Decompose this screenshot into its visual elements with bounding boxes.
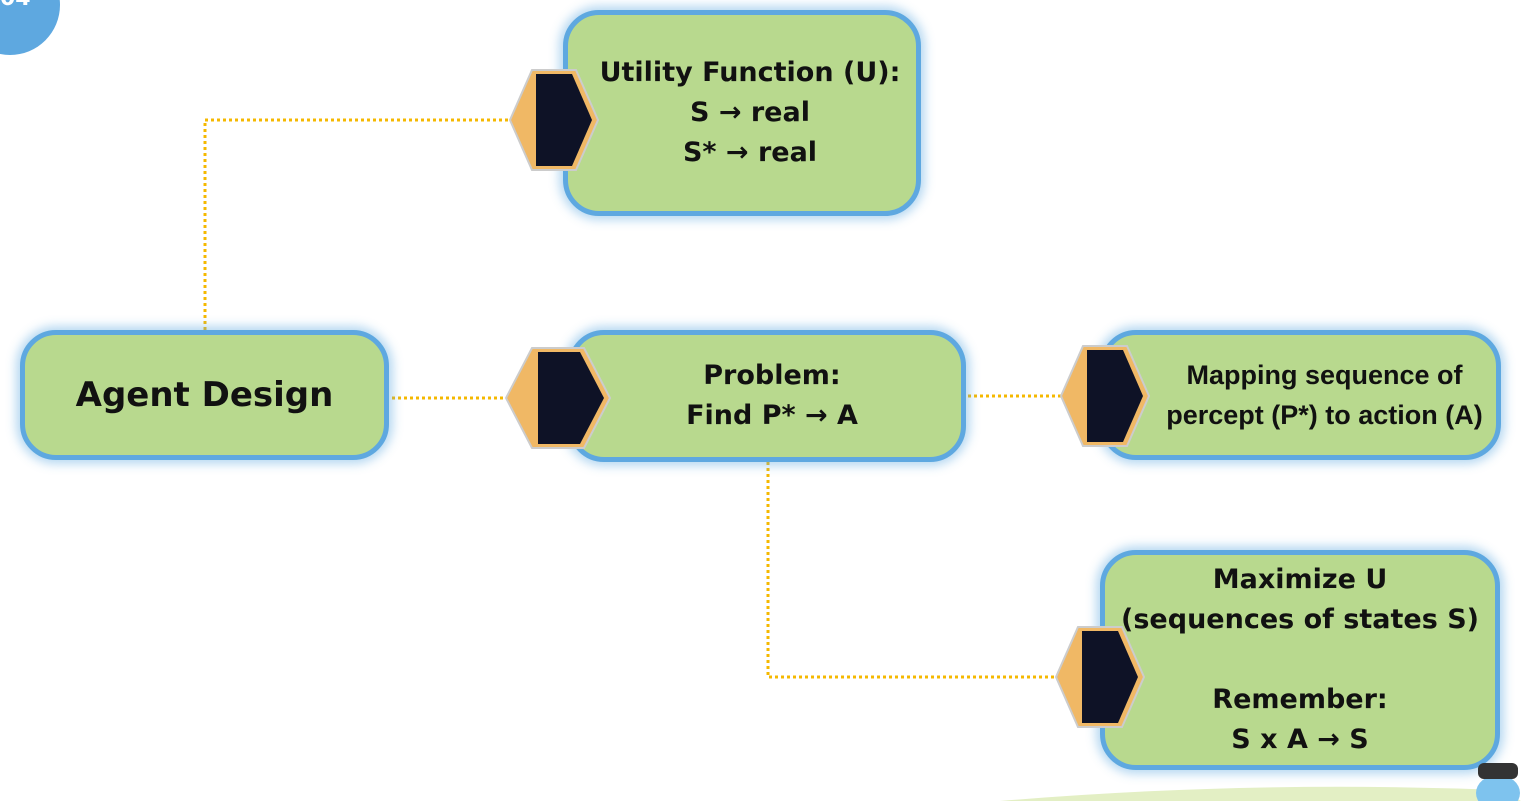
node-text: S x A → S (1231, 724, 1369, 755)
node-utility-function: Utility Function (U): S → real S* → real (563, 10, 921, 216)
node-agent-design: Agent Design (20, 330, 389, 460)
hexagon-marker-icon (508, 69, 600, 171)
page-number: 04 (0, 0, 31, 11)
node-mapping: Mapping sequence of percept (P*) to acti… (1100, 330, 1501, 460)
node-text: S* → real (682, 137, 818, 168)
node-text: Utility Function (U): (599, 57, 901, 88)
node-text: Remember: (1212, 684, 1388, 715)
hexagon-marker-icon (1059, 345, 1151, 447)
connector-problem-maximize (766, 462, 1056, 679)
node-text: percept (P*) to action (A) (1166, 400, 1483, 430)
node-text: Maximize U (1212, 564, 1388, 595)
node-text: Problem: (703, 360, 841, 391)
mascot-icon (1476, 763, 1520, 801)
node-text: Agent Design (75, 375, 334, 415)
node-text: Mapping sequence of (1186, 360, 1463, 390)
hexagon-marker-icon (504, 347, 612, 449)
node-maximize: Maximize U (sequences of states S) Remem… (1100, 550, 1500, 770)
node-text: (sequences of states S) (1121, 604, 1479, 635)
node-problem: Problem: Find P* → A (568, 330, 966, 462)
node-text: S → real (690, 97, 810, 128)
connector-agent-utility (203, 118, 512, 330)
node-text: Find P* → A (686, 400, 858, 431)
hexagon-marker-icon (1054, 626, 1146, 728)
decorative-swoosh (1000, 786, 1521, 801)
